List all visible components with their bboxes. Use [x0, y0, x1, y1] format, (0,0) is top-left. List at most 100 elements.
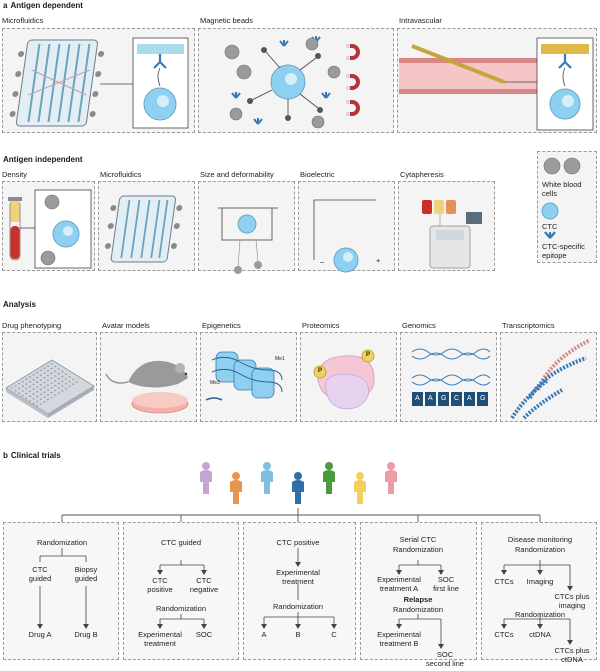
plate-well: [39, 384, 42, 386]
plate-well: [21, 395, 24, 397]
plate-well: [46, 374, 50, 377]
b5-ctdna: ctDNA: [529, 630, 551, 639]
cytapheresis-machine-illustration: [422, 200, 482, 269]
analysis-heading: Analysis: [3, 300, 36, 309]
plate-well: [43, 377, 46, 379]
b4-title: Serial CTC: [399, 535, 437, 544]
b5-randomization: Randomization: [514, 545, 566, 554]
b4-exp-b-2: treatment B: [379, 639, 419, 648]
label-epigenetics: Epigenetics: [202, 321, 241, 330]
plate-well: [50, 367, 53, 370]
plate-well: [39, 403, 42, 405]
plate-well: [46, 365, 50, 367]
plate-well: [32, 398, 35, 400]
plate-well: [64, 373, 68, 376]
plate-well: [46, 394, 50, 396]
phospho-mark-2: P: [318, 368, 323, 374]
plate-well: [39, 398, 42, 401]
plate-well: [72, 378, 75, 381]
label-transcriptomics: Transcriptomics: [502, 321, 555, 330]
plate-well: [46, 384, 50, 387]
b5-plus-ctdna-2: ctDNA: [561, 655, 583, 664]
label-proteomics: Proteomics: [302, 321, 340, 330]
plate-well: [54, 375, 57, 377]
b5-randomization-2: Randomization: [514, 610, 566, 619]
plate-well: [32, 393, 35, 395]
trial-box-ctc-guided: [123, 522, 239, 660]
b3-arm-b: B: [295, 630, 301, 639]
epigenetics-illustration: [205, 351, 283, 401]
epitope-icon: [544, 231, 556, 239]
base-4: C: [454, 395, 460, 402]
plate-well: [57, 373, 60, 375]
plate-well: [54, 370, 57, 373]
b1-drug-a: Drug A: [28, 630, 52, 639]
plate-well: [14, 389, 17, 392]
patient-figure: [200, 462, 212, 494]
b5-plus-ctdna-1: CTCs plus: [554, 646, 590, 655]
patient-figure: [261, 462, 273, 494]
plate-well: [64, 378, 68, 380]
plate-well: [64, 383, 68, 385]
plate-well: [46, 379, 50, 382]
legend: White blood cells CTC CTC-specific epito…: [537, 151, 597, 263]
label-magnetic-beads: Magnetic beads: [200, 16, 253, 25]
bioelectric-illustration: [313, 199, 376, 273]
b2-left-2: positive: [147, 585, 173, 594]
density-tube-illustration: [8, 189, 92, 269]
b1-randomization: Randomization: [36, 538, 88, 547]
plate-well: [28, 395, 32, 398]
plate-well: [43, 391, 46, 394]
section-a-title: Antigen dependent: [10, 1, 83, 10]
plate-well: [61, 375, 64, 378]
plate-well: [36, 405, 39, 408]
base-5: A: [467, 395, 472, 402]
plate-well: [57, 377, 60, 380]
microfluidic-chip-illustration: [9, 37, 189, 129]
plate-well: [54, 394, 57, 397]
plate-well: [28, 385, 32, 388]
b2-left-1: CTC: [152, 576, 168, 585]
b4-exp-a-2: treatment A: [379, 584, 419, 593]
avatar-model-illustration: [105, 360, 189, 414]
plate-well: [18, 392, 21, 395]
plate-well: [18, 387, 21, 390]
plate-well: [28, 400, 32, 402]
patient-figures: [200, 462, 397, 504]
plate-well: [50, 363, 53, 365]
plate-well: [43, 381, 46, 384]
proteomics-illustration: [313, 349, 375, 410]
label-density: Density: [2, 170, 28, 179]
ad-illustrations: [9, 36, 594, 131]
b1-arm-right-2: guided: [74, 574, 98, 583]
b5-title: Disease monitoring: [507, 535, 573, 544]
plate-well: [43, 401, 46, 403]
b1-arm-left-2: guided: [28, 574, 52, 583]
b4-soc-first-2: first line: [433, 584, 459, 593]
trial-box-disease-monitoring: [481, 522, 597, 660]
plate-well: [32, 402, 35, 405]
plate-well: [18, 382, 21, 385]
plate-well: [57, 387, 60, 390]
plate-well: [14, 385, 17, 387]
label-intravascular: Intravascular: [399, 16, 442, 25]
plate-well: [46, 398, 50, 401]
plate-well: [28, 381, 32, 383]
label-size-deformability: Size and deformability: [200, 170, 274, 179]
label-drug-phenotyping: Drug phenotyping: [2, 321, 62, 330]
plate-well: [43, 367, 46, 370]
plate-well: [25, 397, 28, 400]
plate-well: [32, 374, 35, 376]
base-2: A: [428, 395, 433, 402]
trial-box-randomization: [3, 522, 119, 660]
plate-well: [50, 382, 53, 384]
plate-well: [68, 380, 71, 383]
b3-exp-2: treatment: [282, 577, 314, 586]
plate-well: [36, 391, 39, 393]
plate-well: [54, 384, 57, 387]
plate-well: [36, 376, 39, 379]
transcriptomics-illustration: [510, 338, 591, 420]
b4-soc-first-1: SOC: [437, 575, 455, 584]
